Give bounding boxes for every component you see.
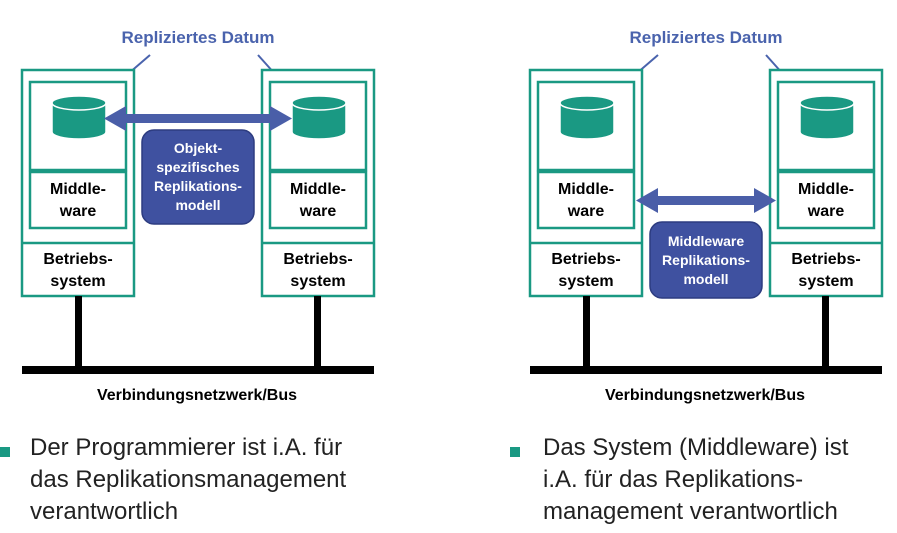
database-cylinder-icon bbox=[51, 95, 107, 140]
left-model-box: Objekt- spezifisches Replikations- model… bbox=[141, 129, 255, 225]
right-bullet-marker bbox=[510, 447, 520, 457]
right-diagram: Repliziertes Datum Middle- ware Betriebs… bbox=[528, 28, 884, 404]
os-label-line2: system bbox=[798, 273, 853, 290]
model-label-line1: Middleware bbox=[668, 233, 744, 249]
middleware-label-line2: ware bbox=[807, 203, 845, 220]
os-label-line2: system bbox=[50, 273, 105, 290]
right-replicated-label: Repliziertes Datum bbox=[629, 28, 782, 47]
os-label-line1: Betriebs- bbox=[283, 251, 352, 268]
os-label-line2: system bbox=[290, 273, 345, 290]
middleware-box bbox=[776, 170, 876, 230]
middleware-label-line2: ware bbox=[299, 203, 337, 220]
os-label-line2: system bbox=[558, 273, 613, 290]
left-diagram: Repliziertes Datum Middle- ware Betriebs… bbox=[20, 28, 376, 404]
model-label-line4: modell bbox=[175, 197, 220, 213]
middleware-label-line2: ware bbox=[59, 203, 97, 220]
left-bullet-marker bbox=[0, 447, 10, 457]
model-label-line2: Replikations- bbox=[662, 252, 750, 268]
database-cylinder-icon bbox=[559, 95, 615, 140]
os-label-line1: Betriebs- bbox=[791, 251, 860, 268]
os-label-line1: Betriebs- bbox=[551, 251, 620, 268]
left-node-b: Middle- ware Betriebs- system bbox=[260, 68, 376, 298]
model-label-line2: spezifisches bbox=[156, 159, 239, 175]
model-label-line3: Replikations- bbox=[154, 178, 242, 194]
middleware-box bbox=[536, 170, 636, 230]
middleware-label-line1: Middle- bbox=[290, 181, 346, 198]
model-label-line1: Objekt- bbox=[174, 140, 223, 156]
left-network-label: Verbindungsnetzwerk/Bus bbox=[97, 387, 297, 404]
left-network bbox=[22, 296, 374, 374]
os-label-line1: Betriebs- bbox=[43, 251, 112, 268]
left-bullet-text: Der Programmierer ist i.A. für das Repli… bbox=[30, 434, 347, 525]
database-cylinder-icon bbox=[799, 95, 855, 140]
middleware-box bbox=[28, 170, 128, 230]
model-label-line3: modell bbox=[683, 271, 728, 287]
right-node-b: Middle- ware Betriebs- system bbox=[768, 68, 884, 298]
left-double-arrow bbox=[104, 106, 292, 131]
right-network bbox=[530, 296, 882, 374]
middleware-label-line1: Middle- bbox=[798, 181, 854, 198]
right-model-box: Middleware Replikations- modell bbox=[649, 221, 763, 299]
right-node-a: Middle- ware Betriebs- system bbox=[528, 68, 644, 298]
right-double-arrow bbox=[636, 188, 776, 213]
middleware-label-line2: ware bbox=[567, 203, 605, 220]
middleware-label-line1: Middle- bbox=[50, 181, 106, 198]
left-node-a: Middle- ware Betriebs- system bbox=[20, 68, 136, 298]
right-network-label: Verbindungsnetzwerk/Bus bbox=[605, 387, 805, 404]
database-cylinder-icon bbox=[291, 95, 347, 140]
middleware-label-line1: Middle- bbox=[558, 181, 614, 198]
middleware-box bbox=[268, 170, 368, 230]
right-bullet-text: Das System (Middleware) ist i.A. für das… bbox=[543, 434, 849, 525]
left-replicated-label: Repliziertes Datum bbox=[121, 28, 274, 47]
